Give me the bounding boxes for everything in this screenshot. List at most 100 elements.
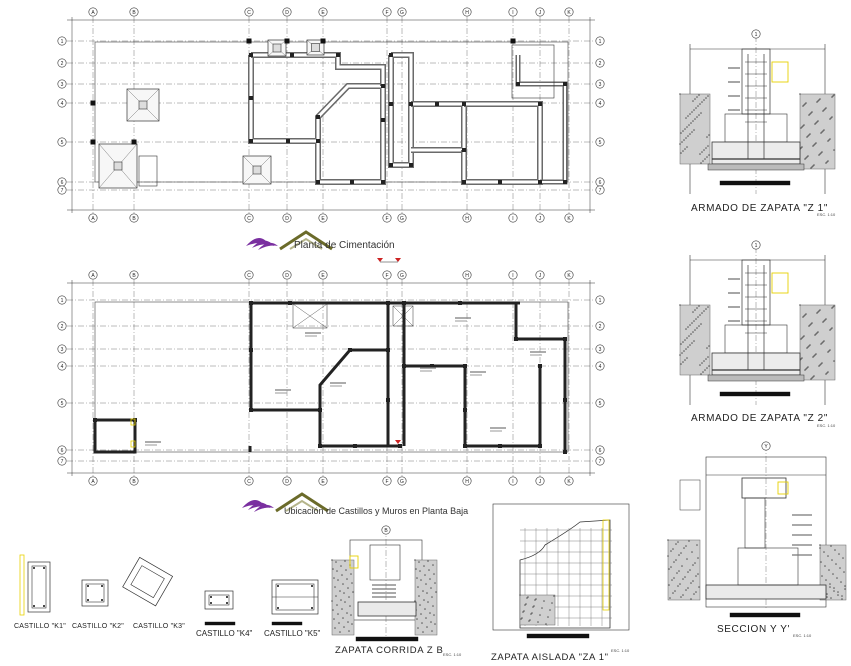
plan2-castillo-14 [463, 444, 467, 448]
detail-zb-soil-left-grain-12 [335, 595, 337, 597]
detail-zb-soil-right-grain-6 [416, 577, 418, 579]
detail-yy-soil-left-grain-11 [690, 582, 692, 584]
detail-za1-soil-grain-1 [521, 617, 523, 619]
detail-yy-soil-left-grain-6 [697, 557, 699, 559]
detail-z1-soil-right-grain-16 [831, 116, 833, 118]
plan1-col-17 [462, 102, 466, 106]
plan2-axis-bot-J [535, 476, 545, 486]
detail-za1-soil-grain-10 [539, 614, 541, 616]
detail-z1-soil-left-grain-31 [686, 126, 688, 128]
plan2-axis-left-2 [57, 321, 67, 331]
detail-yy-soil-left-grain-12 [695, 575, 697, 577]
detail-zb-soil-left-grain-35 [350, 614, 352, 616]
detail-z1-title: ARMADO DE ZAPATA "Z 1" [691, 203, 828, 214]
detail-z2-soil-right-grain-4 [807, 366, 809, 368]
detail-z1-soil-left-grain-43 [680, 132, 682, 134]
detail-z1-soil-left-grain-50 [699, 153, 701, 155]
detail-yy-soil-left-grain-9 [680, 596, 682, 598]
plan1-col-18 [462, 148, 466, 152]
plan1-col-23 [516, 82, 520, 86]
castillo-k2-bar-1 [101, 585, 103, 587]
plan2-axis-left-1-label: 1 [61, 298, 64, 304]
plan1-axis-bot-B [129, 213, 139, 223]
detail-yy-soil-left-grain-29 [684, 576, 686, 578]
detail-yy-soil-right-grain-12 [821, 575, 823, 577]
detail-z2-soil-left-grain-37 [698, 305, 700, 307]
detail-za1-soil-grain-16 [551, 602, 553, 604]
logo-foundation-swoosh2 [252, 240, 274, 248]
castillo-k4-bar-0 [210, 596, 212, 598]
detail-z1-soil-left-grain-51 [706, 136, 708, 138]
detail-yy-soil-right-grain-23 [838, 553, 840, 555]
detail-z2-soil-right-grain-32 [828, 350, 830, 352]
detail-zb-soil-right-grain-4 [430, 621, 432, 623]
detail-zb-soil-left-grain-29 [348, 596, 350, 598]
section-yy-title: SECCION Y Y' [717, 624, 791, 635]
detail-z1-soil-right-grain-62 [818, 154, 820, 156]
detail-z1-yellow-box [771, 61, 789, 83]
detail-z2-soil-left-grain-33 [700, 373, 702, 375]
plan1-axis-left-4 [57, 98, 67, 108]
detail-zb-wall [369, 544, 401, 581]
plan1-axis-col-6 [510, 38, 516, 44]
plan2-axis-bot-G [397, 476, 407, 486]
detail-z2-soil-left-grain-12 [703, 310, 705, 312]
detail-z2-soil-left-grain-44 [687, 326, 689, 328]
detail-z1-soil-left-grain-4 [707, 95, 709, 97]
plan1-axis-top-I [508, 7, 518, 17]
detail-zb-soil-left-grain-27 [340, 565, 342, 567]
castillo-k4-stirrup [208, 594, 230, 606]
detail-z2-axis-bubble-label: 1 [755, 243, 758, 249]
detail-yy-soil-right-grain-34 [829, 586, 831, 588]
detail-z2-soil-left-grain-20 [699, 314, 701, 316]
detail-z2-soil-left-grain-14 [687, 346, 689, 348]
detail-z1-scale-bar [719, 180, 791, 186]
plan2-axis-right-4-label: 4 [599, 364, 602, 370]
plan2-castillo-2 [249, 408, 253, 412]
detail-zb-soil-left-grain-3 [332, 568, 334, 570]
logo-foundation-swoosh3 [258, 242, 278, 250]
detail-za1-soil-grain-2 [523, 610, 525, 612]
plan2-wall-k [93, 418, 137, 454]
detail-yy-soil-left-grain-35 [682, 594, 684, 596]
detail-yy-beam [741, 477, 787, 499]
detail-zb-soil-right [414, 559, 438, 636]
detail-z2-soil-left-grain-15 [694, 329, 696, 331]
detail-z1-soil-right-grain-15 [829, 138, 831, 140]
detail-z1-soil-right-grain-19 [802, 125, 804, 127]
plan2-castillo-15 [498, 444, 502, 448]
plan2-axis-right-6 [595, 445, 605, 455]
scale-za1: ESC. 1:10 [611, 648, 630, 653]
detail-z2-soil-left-grain-48 [685, 328, 687, 330]
detail-z1-soil-right-grain-51 [831, 96, 833, 98]
plan1-axis-col-2 [90, 100, 96, 106]
castillo-k5-bar-2 [277, 607, 279, 609]
plan2-axis-right-3-label: 3 [599, 347, 602, 353]
plan1-col-21 [538, 180, 542, 184]
detail-yy-soil-left-grain-30 [689, 569, 691, 571]
plan1-axis-bot-G [397, 213, 407, 223]
plan1-col-5 [316, 180, 320, 184]
detail-z1-soil-left-grain-6 [691, 131, 693, 133]
castillo-k3-label: CASTILLO "K3" [133, 623, 185, 630]
detail-zb-soil-right-grain-28 [416, 618, 418, 620]
plan1-axis-right-4 [595, 98, 605, 108]
detail-yy-soil-left-grain-47 [678, 570, 680, 572]
detail-z2-soil-left-grain-26 [681, 352, 683, 354]
plan2-axis-bot-K [564, 476, 574, 486]
detail-z2-soil-right-grain-59 [812, 356, 814, 358]
detail-yy-soil-left-grain-24 [691, 551, 693, 553]
plan2-axis-bot-H-label: H [465, 479, 469, 485]
castillo-k1-bar-0 [33, 567, 35, 569]
plan1-axis-bot-C-label: C [247, 216, 251, 222]
detail-z1-soil-right-grain-41 [811, 166, 813, 168]
plan2-axis-left-6-label: 6 [61, 448, 64, 454]
detail-z1-soil-left-grain-38 [705, 147, 707, 149]
plan1-stair-box [138, 155, 158, 187]
detail-z1-soil-right-grain-30 [824, 108, 826, 110]
detail-yy-soil-left-grain-14 [673, 561, 675, 563]
detail-z2-soil-right-grain-57 [808, 325, 810, 327]
detail-zb-soil-right-grain-38 [434, 623, 436, 625]
detail-z1-soil-right-grain-36 [801, 126, 803, 128]
detail-yy-scale-bar [729, 612, 801, 618]
